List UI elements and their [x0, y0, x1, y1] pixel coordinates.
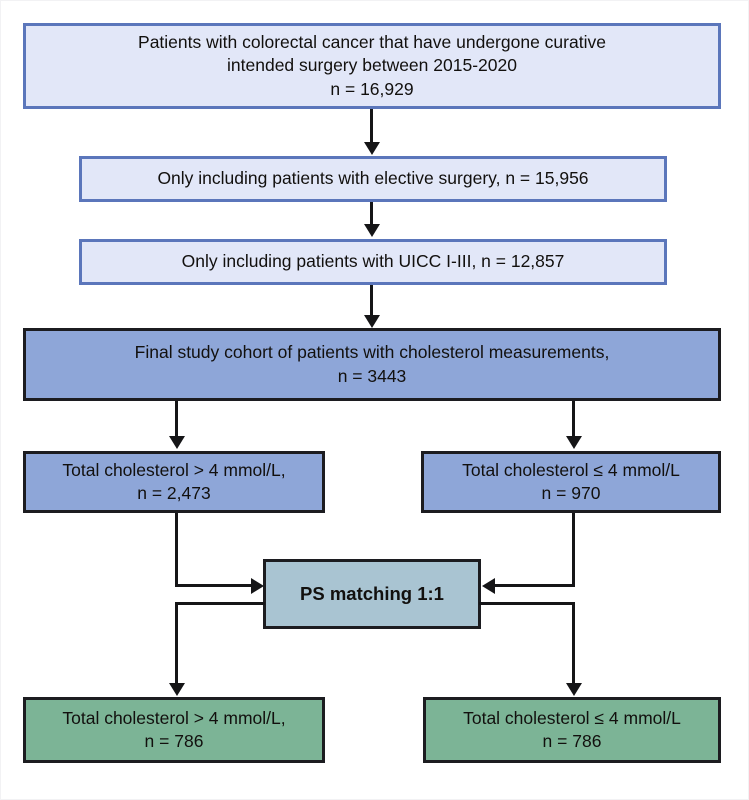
connector-high-down-to-ps — [175, 513, 178, 587]
node-high-cholesterol-matched: Total cholesterol > 4 mmol/L, n = 786 — [23, 697, 325, 763]
node-low-cholesterol-matched: Total cholesterol ≤ 4 mmol/L n = 786 — [423, 697, 721, 763]
connector-elective-to-uicc — [370, 202, 373, 226]
node-source-cohort: Patients with colorectal cancer that hav… — [23, 23, 721, 109]
node-ps-matching: PS matching 1:1 — [263, 559, 481, 629]
arrowhead-source-to-elective — [363, 142, 380, 155]
connector-low-left-to-ps — [493, 584, 575, 587]
arrowhead-ps-to-high-matched — [168, 683, 185, 696]
connector-high-right-to-ps — [175, 584, 255, 587]
connector-uicc-to-final — [370, 285, 373, 317]
arrowhead-final-to-low — [565, 436, 582, 449]
arrowhead-low-into-ps — [482, 577, 495, 594]
node-uicc-filter: Only including patients with UICC I-III,… — [79, 239, 667, 285]
arrowhead-uicc-to-final — [363, 315, 380, 328]
arrowhead-high-into-ps — [251, 577, 264, 594]
node-high-cholesterol: Total cholesterol > 4 mmol/L, n = 2,473 — [23, 451, 325, 513]
connector-source-to-elective — [370, 109, 373, 144]
node-final-cohort: Final study cohort of patients with chol… — [23, 328, 721, 401]
node-low-cholesterol: Total cholesterol ≤ 4 mmol/L n = 970 — [421, 451, 721, 513]
connector-low-down-to-ps — [572, 513, 575, 587]
connector-ps-down-to-high-matched — [175, 602, 178, 686]
arrowhead-elective-to-uicc — [363, 224, 380, 237]
connector-ps-out-right — [479, 602, 575, 605]
connector-final-to-low — [572, 401, 575, 438]
connector-ps-out-left — [175, 602, 265, 605]
arrowhead-ps-to-low-matched — [565, 683, 582, 696]
arrowhead-final-to-high — [168, 436, 185, 449]
connector-final-to-high — [175, 401, 178, 438]
connector-ps-down-to-low-matched — [572, 602, 575, 686]
node-elective-filter: Only including patients with elective su… — [79, 156, 667, 202]
